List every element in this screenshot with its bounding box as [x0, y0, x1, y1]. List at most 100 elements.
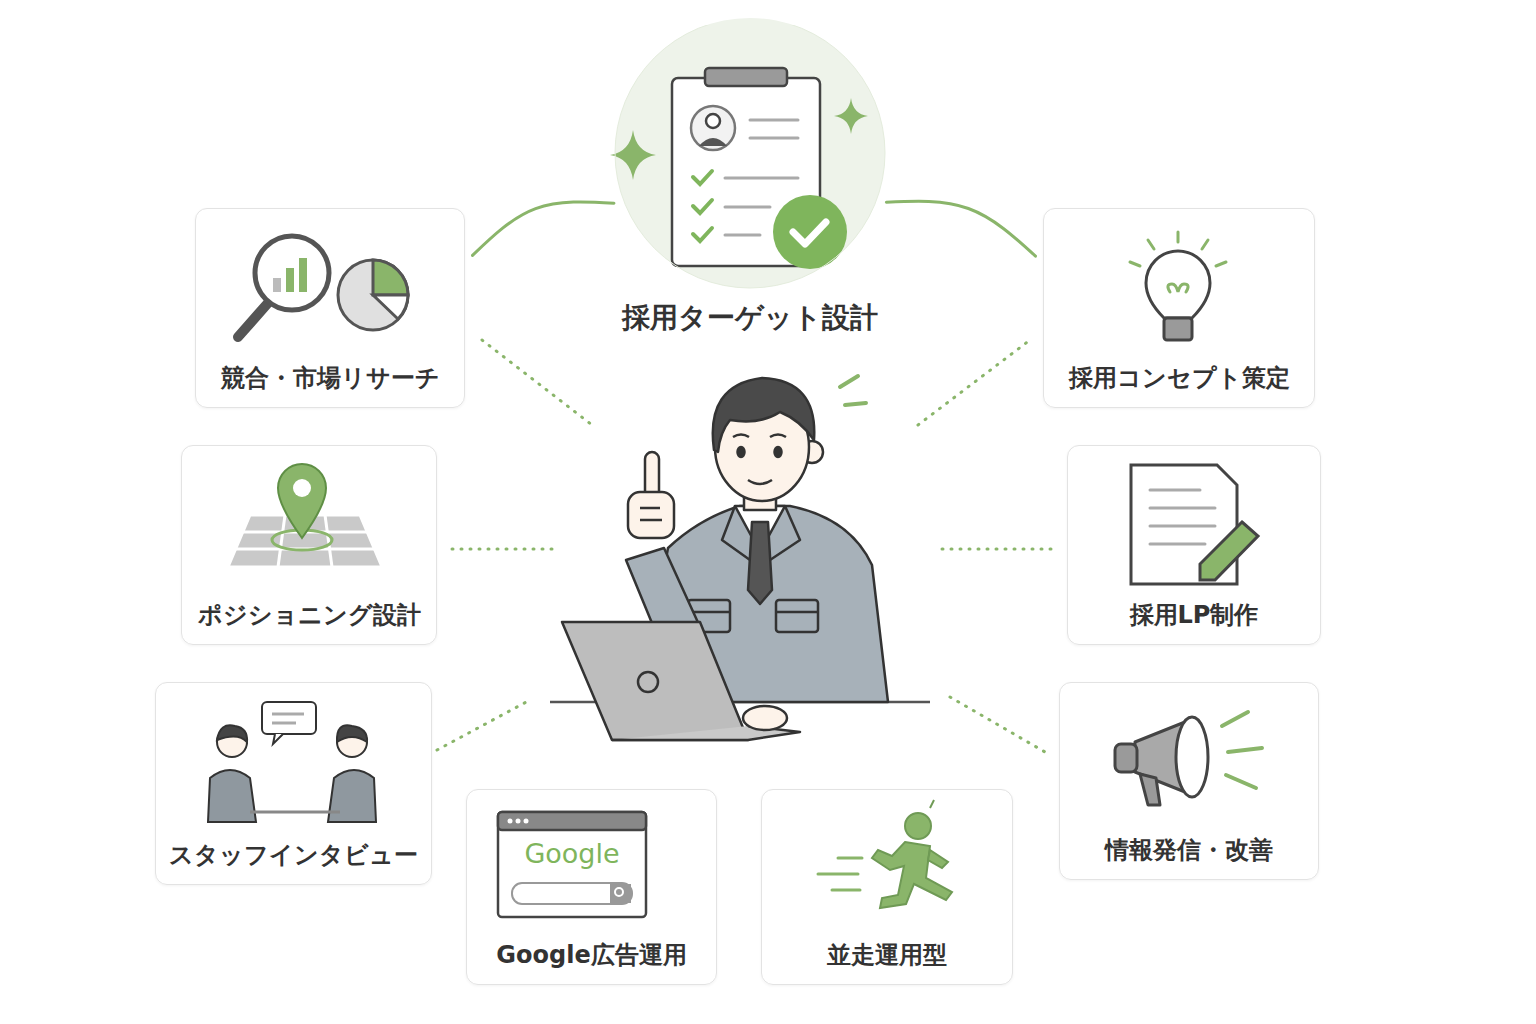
document-icon — [1131, 465, 1258, 584]
node-label: 情報発信・改善 — [1105, 836, 1273, 865]
megaphone-icon-part — [1222, 712, 1262, 788]
clipboard-icon-part-part — [750, 137, 798, 140]
research-icon — [238, 236, 408, 337]
runner-icon-part-part — [832, 889, 860, 892]
dotted-spokes-part — [452, 548, 556, 551]
document-icon-part-part — [1150, 543, 1205, 546]
service-box: Google広告運用 — [466, 789, 717, 985]
runner-icon-part — [818, 858, 862, 890]
man-figure — [550, 378, 930, 740]
target-circle — [615, 18, 885, 288]
interview-icon-part — [217, 725, 247, 742]
lightbulb-icon-part — [1130, 232, 1226, 266]
target-circle-part — [615, 18, 885, 288]
logo-text: Google — [498, 838, 646, 869]
node-label: 競合・市場リサーチ — [221, 364, 440, 393]
clipboard-icon-part — [705, 68, 787, 86]
dotted-spokes-part — [950, 697, 1045, 752]
circle-outline — [600, 25, 900, 345]
man-figure-part — [638, 672, 658, 692]
node-label: 並走運用型 — [827, 941, 947, 970]
runner-icon-part — [905, 813, 931, 839]
man-figure-part — [562, 622, 748, 740]
clipboard-icon-part — [691, 106, 735, 150]
megaphone-icon-part-part — [1226, 775, 1256, 788]
accent-lines-part — [840, 376, 858, 387]
node-label: 採用LP制作 — [1130, 601, 1259, 630]
clipboard-icon-part-part — [725, 206, 770, 209]
research-icon-part — [338, 260, 408, 330]
positioning-icon-part — [293, 479, 311, 497]
positioning-icon — [228, 464, 382, 567]
interview-icon-part — [272, 722, 296, 725]
runner-icon-part — [930, 800, 934, 808]
clipboard-icon-part-part — [693, 200, 712, 213]
megaphone-icon-part-part — [1222, 712, 1248, 726]
lightbulb-icon — [1130, 232, 1226, 340]
interview-icon-part — [262, 702, 316, 734]
browser-icon-part — [516, 819, 521, 824]
research-icon-part — [255, 236, 329, 310]
dotted-spokes-part — [942, 548, 1052, 551]
browser-icon-part — [610, 884, 631, 903]
clipboard-icon-part-part — [725, 177, 798, 180]
clipboard-icon-part — [773, 195, 847, 269]
circle-outline-shape — [615, 25, 885, 288]
accent-lines-part — [845, 403, 866, 405]
runner-icon — [818, 800, 952, 908]
sparkles-part — [834, 98, 868, 134]
service-box: スタッフインタビュー — [155, 682, 432, 885]
runner-icon-part — [872, 842, 952, 908]
man-figure-part — [713, 378, 814, 452]
node-label: 採用コンセプト策定 — [1069, 364, 1290, 393]
interview-icon-part — [208, 770, 256, 822]
interview-icon-part — [328, 770, 376, 822]
connector-arc — [886, 201, 1035, 256]
research-icon-part — [373, 295, 408, 319]
clipboard-icon-part-part — [750, 119, 798, 122]
runner-icon-part-part — [838, 857, 862, 860]
browser-icon — [498, 812, 646, 917]
clipboard-icon-part — [699, 138, 727, 146]
document-icon-part-part — [1150, 525, 1215, 528]
runner-icon-part-part — [818, 873, 858, 876]
runner-icon-part — [928, 850, 948, 868]
node-label: スタッフインタビュー — [169, 841, 418, 870]
clipboard-icon-part-part — [725, 234, 760, 237]
clipboard-icon-part — [693, 171, 712, 241]
interview-icon-part — [273, 734, 283, 744]
man-figure-part — [748, 522, 772, 604]
man-figure-part — [738, 447, 745, 457]
service-box: 並走運用型 — [761, 789, 1013, 985]
dotted-spokes-part — [437, 700, 530, 750]
browser-icon-part — [498, 812, 646, 830]
positioning-icon-part — [278, 515, 285, 567]
megaphone-icon-part — [1176, 717, 1208, 797]
node-label: Google広告運用 — [496, 941, 686, 970]
target-circle-node: 採用ターゲット設計 — [600, 25, 900, 345]
research-icon-part — [299, 258, 307, 292]
dotted-spokes-part — [918, 340, 1030, 425]
browser-icon-part — [508, 819, 513, 824]
man-figure-part — [640, 508, 662, 520]
clipboard-icon — [672, 68, 847, 269]
man-figure-part — [722, 506, 800, 560]
document-icon-part — [1150, 490, 1215, 544]
lightbulb-icon-part-part — [1202, 240, 1208, 249]
dotted-spokes — [437, 340, 1052, 752]
megaphone-icon-part — [1140, 774, 1160, 805]
lightbulb-icon-part-part — [1130, 262, 1140, 266]
megaphone-icon — [1115, 712, 1262, 805]
service-box: 競合・市場リサーチ — [195, 208, 465, 408]
man-figure-part — [628, 492, 674, 538]
research-icon-part — [238, 303, 268, 337]
service-box: ポジショニング設計 — [181, 445, 437, 645]
lightbulb-icon-part-part — [1216, 262, 1226, 266]
browser-icon-part — [615, 888, 623, 896]
lightbulb-icon-part — [1164, 318, 1192, 340]
positioning-icon-part — [278, 464, 326, 538]
clipboard-icon-part-part — [693, 171, 712, 184]
clipboard-icon-part — [793, 222, 826, 244]
browser-icon-part — [512, 883, 632, 904]
